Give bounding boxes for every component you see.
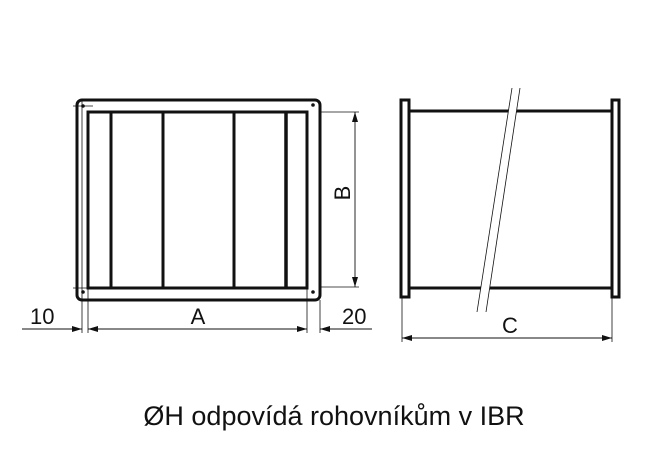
corner-hole [311, 290, 315, 294]
corner-hole [311, 103, 315, 107]
label-c: C [502, 313, 518, 338]
label-a: A [191, 304, 206, 329]
label-b: B [330, 186, 355, 201]
label-10: 10 [30, 304, 54, 329]
inner-frame [86, 110, 309, 290]
break-line [485, 87, 521, 313]
label-20: 20 [342, 304, 366, 329]
caption: ØH odpovídá rohovníkům v IBR [143, 401, 524, 431]
right-flange [610, 98, 621, 299]
break-gap [477, 88, 520, 312]
side-view [399, 87, 621, 342]
front-view [22, 98, 372, 333]
outer-frame [75, 98, 322, 302]
left-flange [399, 98, 411, 299]
break-line [476, 87, 513, 313]
extension-lines [81, 100, 359, 333]
